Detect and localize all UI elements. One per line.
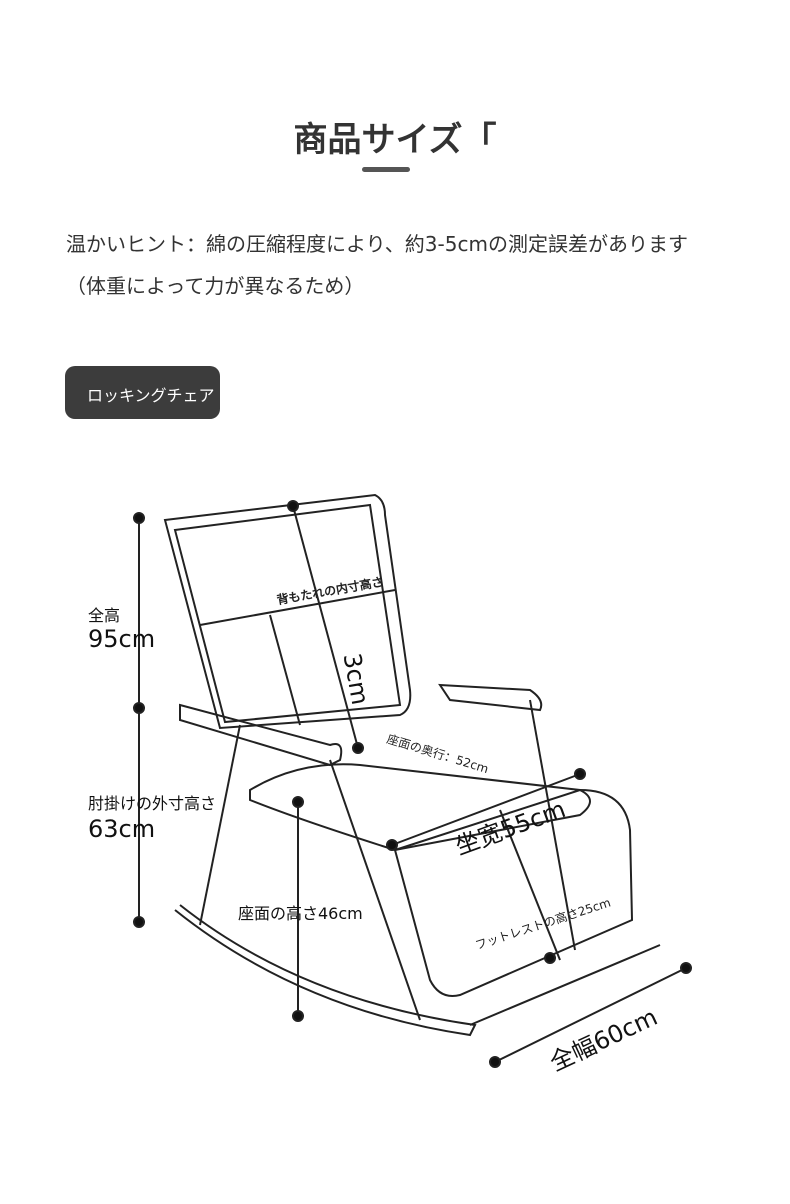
product-badge: ロッキングチェア	[65, 366, 220, 419]
title-underline	[362, 167, 410, 172]
page-title: 商品サイズ「	[293, 120, 497, 160]
hint-text-note: （体重によって力が異なるため）	[66, 274, 365, 298]
armrest-height-label: 肘掛けの外寸高さ	[88, 794, 217, 813]
seat-height-label: 座面の高さ46cm	[238, 904, 363, 923]
total-height-value: 95cm	[88, 625, 156, 653]
total-height-label: 全高	[88, 606, 121, 625]
hint-text: 温かいヒント：綿の圧縮程度により、約3-5cmの測定誤差があります	[66, 232, 688, 256]
armrest-height-value: 63cm	[88, 815, 156, 843]
